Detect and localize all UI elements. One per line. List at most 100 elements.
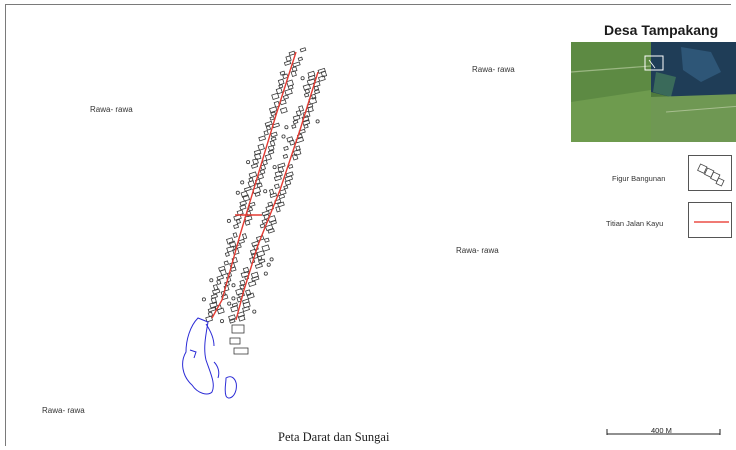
building-footprint (216, 274, 224, 281)
building-footprint (300, 76, 305, 81)
building-footprint (228, 314, 236, 321)
building-footprint (232, 247, 240, 256)
building-footprint (293, 149, 302, 157)
map-caption: Peta Darat dan Sungai (278, 430, 390, 444)
building-footprint (303, 123, 309, 129)
building-footprint (267, 149, 275, 155)
building-footprint (236, 296, 242, 303)
building-footprint (207, 306, 217, 313)
building-footprint (270, 111, 277, 117)
building-footprint (257, 255, 263, 261)
building-footprint (252, 158, 259, 165)
building-footprint (313, 89, 321, 95)
building-footprint (240, 180, 245, 185)
jetty-structures (229, 324, 249, 355)
building-footprint (250, 163, 259, 169)
building-footprint (233, 214, 242, 221)
building-footprint (256, 250, 266, 258)
building-footprint (267, 228, 275, 234)
building-footprint (264, 153, 272, 161)
building-footprint (284, 179, 292, 186)
wooden-walkways (211, 51, 319, 321)
building-footprint (269, 116, 275, 121)
area-label-swamp-1: Rawa- rawa (90, 105, 133, 114)
building-footprint (235, 190, 240, 195)
building-footprint (263, 189, 268, 194)
legend-label-walkway: Titian Jalan Kayu (606, 219, 664, 228)
building-footprint (295, 109, 302, 117)
building-footprint (209, 278, 214, 283)
building-footprint (263, 213, 270, 220)
legend-label-buildings: Figur Bangunan (612, 174, 666, 183)
building-footprint (279, 107, 288, 114)
building-footprint (201, 297, 206, 302)
building-footprint (244, 219, 251, 226)
area-label-swamp-2: Rawa- rawa (472, 65, 515, 74)
building-footprints (201, 47, 328, 324)
building-footprint (251, 252, 259, 260)
building-footprint (252, 309, 257, 314)
building-footprint (283, 60, 292, 66)
satellite-inset-image (571, 42, 736, 142)
building-footprint (239, 204, 247, 211)
building-footprint (231, 296, 236, 301)
building-footprint (265, 125, 272, 131)
building-footprint (235, 218, 241, 225)
building-footprint (264, 120, 273, 127)
building-footprint (266, 262, 271, 267)
scale-label: 400 M (651, 426, 672, 435)
building-footprint (307, 106, 314, 113)
building-footprint (256, 182, 263, 188)
building-footprint (289, 139, 296, 146)
building-footprint (311, 93, 317, 100)
walkway-west (211, 51, 297, 319)
building-footprint (278, 84, 284, 89)
building-footprint (233, 223, 240, 230)
building-footprint (313, 85, 320, 91)
building-footprint (263, 130, 269, 136)
area-label-swamp-4: Rawa- rawa (42, 406, 85, 415)
building-footprint (263, 271, 268, 276)
building-footprint (279, 99, 287, 106)
building-footprint (248, 171, 258, 179)
building-footprint (247, 206, 254, 212)
building-footprint (242, 305, 250, 312)
building-footprint (287, 163, 294, 169)
building-footprint (245, 289, 252, 297)
building-footprint (226, 218, 231, 223)
building-footprint (219, 319, 224, 324)
building-footprint (279, 70, 286, 76)
building-footprint (212, 288, 221, 295)
map-frame (5, 4, 731, 446)
building-footprint (237, 314, 246, 322)
building-footprint (273, 183, 280, 190)
building-footprint (257, 143, 265, 151)
building-footprint (226, 237, 234, 245)
building-footprint (229, 318, 236, 324)
building-footprint (292, 61, 301, 68)
building-footprint (320, 70, 328, 78)
building-footprint (253, 152, 262, 161)
building-footprint (269, 257, 274, 262)
building-footprint (283, 185, 289, 190)
building-footprint (263, 237, 270, 243)
building-footprint (284, 125, 289, 130)
building-footprint (270, 219, 277, 226)
building-footprint (216, 279, 222, 286)
building-footprint (292, 114, 301, 121)
area-label-swamp-3: Rawa- rawa (456, 246, 499, 255)
building-footprint (317, 67, 326, 74)
building-footprint (230, 266, 237, 272)
legend-box-buildings (688, 155, 732, 191)
building-footprint (275, 206, 281, 213)
building-footprint (241, 233, 248, 240)
building-footprint (291, 124, 297, 129)
walkway-east (235, 71, 319, 321)
building-footprint (239, 200, 247, 207)
building-footprint (318, 75, 326, 82)
building-footprint (258, 135, 267, 142)
building-footprint (281, 134, 286, 139)
map-title: Desa Tampakang (604, 22, 719, 38)
building-footprint (284, 88, 293, 96)
building-footprint (304, 88, 311, 94)
